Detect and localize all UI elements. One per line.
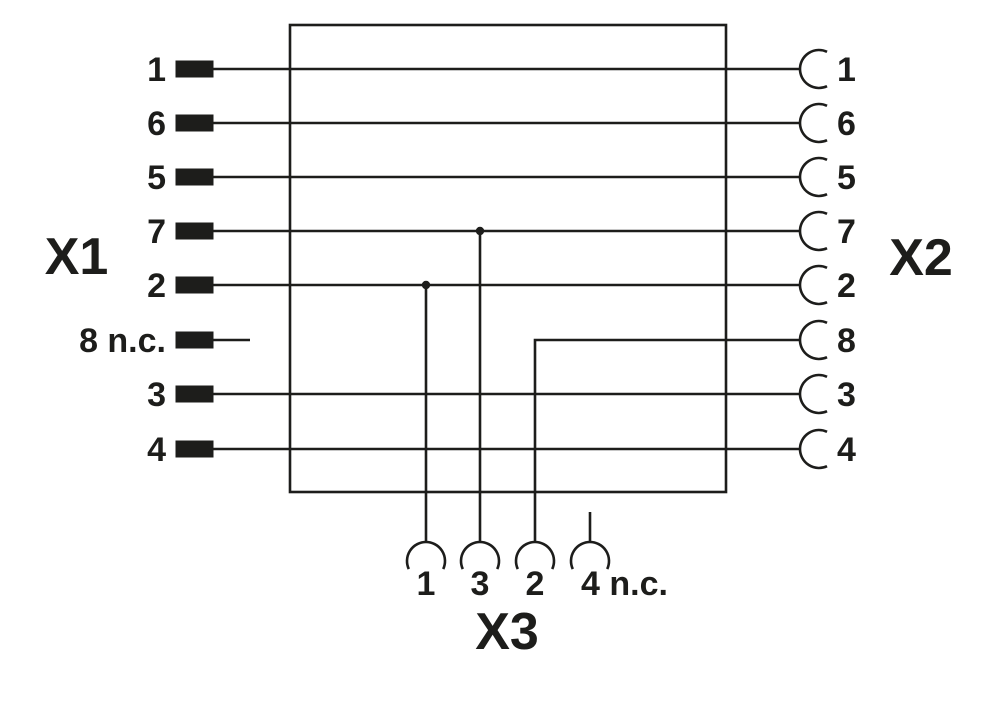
x2-socket-arc <box>798 319 828 361</box>
x2-socket-arc <box>798 373 828 415</box>
x1-pin-label: 1 <box>147 51 166 89</box>
x2-socket-arc <box>798 428 828 470</box>
x2-pin-label: 6 <box>837 105 856 143</box>
x3-socket-arc <box>405 540 447 570</box>
x3-pin-label: 3 <box>470 565 490 603</box>
x2-pin-label: 1 <box>837 51 856 89</box>
x2-pin-label: 7 <box>837 213 856 251</box>
x3-pin-label: 1 <box>416 565 436 603</box>
x1-pin-label: 3 <box>147 376 166 414</box>
x1-pin-pad <box>175 440 214 458</box>
x2-socket-arc <box>798 264 828 306</box>
x1-pin-label: 4 <box>147 431 166 469</box>
connector-x1-label: X1 <box>44 228 109 286</box>
x3-pin-label: 2 <box>525 565 545 603</box>
x1-pin-pad <box>175 276 214 294</box>
x3-pin-label: 4 n.c. <box>581 565 668 603</box>
x2-pin-label: 8 <box>837 322 856 360</box>
x2-pin-label: 4 <box>837 431 856 469</box>
x2-socket-arc <box>798 102 828 144</box>
x3-socket-arc <box>459 540 501 570</box>
x2-pin-label: 5 <box>837 159 856 197</box>
junction-dot <box>475 226 485 236</box>
connector-x3-label: X3 <box>475 603 539 661</box>
x1-pin-label: 5 <box>147 159 166 197</box>
x1-pin-pad <box>175 168 214 186</box>
x1-pin-label: 2 <box>147 267 166 305</box>
wire-elbow <box>533 338 800 542</box>
x3-socket-arc <box>514 540 556 570</box>
x1-pin-label: 6 <box>147 105 166 143</box>
x1-pin-pad <box>175 114 214 132</box>
x3-socket-arc <box>569 540 611 570</box>
x1-pin-pad <box>175 385 214 403</box>
x2-pin-label: 3 <box>837 376 856 414</box>
x2-socket-arc <box>798 156 828 198</box>
x1-pin-pad <box>175 222 214 240</box>
x1-pin-pad <box>175 331 214 349</box>
x2-pin-label: 2 <box>837 267 856 305</box>
x1-pin-label: 7 <box>147 213 166 251</box>
connector-x2-label: X2 <box>889 229 953 287</box>
x1-pin-label: 8 n.c. <box>79 322 166 360</box>
x2-socket-arc <box>798 210 828 252</box>
x1-pin-pad <box>175 60 214 78</box>
junction-dot <box>421 280 431 290</box>
x2-socket-arc <box>798 48 828 90</box>
connection-box <box>288 23 728 494</box>
